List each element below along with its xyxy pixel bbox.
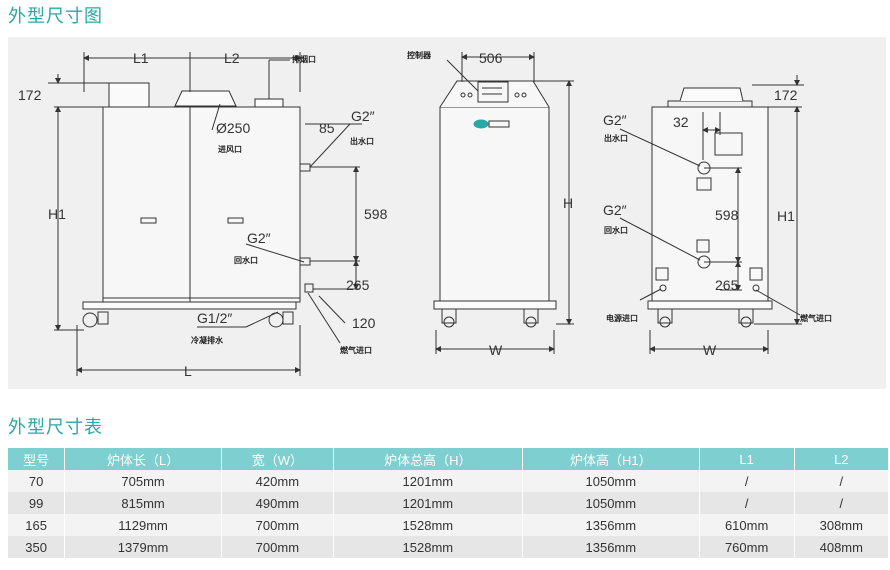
label-air-inlet: 进风口 [218,144,242,154]
cell-l2: / [794,470,888,492]
dim-g2-outlet: G2″ [351,108,375,124]
header-width: 宽（W） [221,448,334,470]
dim-172-b: 172 [774,87,798,103]
dimension-drawing: L1 L2 L H1 172 Ø250 进风口 排烟口 85 G2″ 出水口 5… [8,37,886,389]
dim-h1-rear: H1 [777,208,795,224]
cell-l1: / [699,470,795,492]
cell-length: 815mm [64,492,222,514]
cell-body-height: 1050mm [522,492,700,514]
dim-g2-return: G2″ [247,230,271,246]
table-row: 350 1379mm 700mm 1528mm 1356mm 760mm 408… [8,536,888,558]
table-row: 165 1129mm 700mm 1528mm 1356mm 610mm 308… [8,514,888,536]
dim-l: L [184,363,192,379]
dim-120: 120 [352,315,376,331]
header-body-height: 炉体高（H1） [522,448,700,470]
dim-598-b: 598 [715,207,739,223]
cell-total-height: 1528mm [333,536,523,558]
cell-l1: 610mm [699,514,795,536]
cell-l2: / [794,492,888,514]
dim-172-a: 172 [18,87,42,103]
dim-h: H [563,195,573,211]
drawing-section-title: 外型尺寸图 [8,6,103,27]
cell-width: 700mm [221,514,334,536]
cell-model: 70 [8,470,66,492]
front-view-labels: 控制器 506 W H [407,50,573,358]
cell-body-height: 1050mm [522,470,700,492]
dim-diameter-250: Ø250 [216,120,250,136]
cell-l2: 308mm [794,514,888,536]
dim-h1: H1 [48,206,66,222]
table-row: 99 815mm 490mm 1201mm 1050mm / / [8,492,888,514]
rear-view-labels: G2″ 出水口 G2″ 回水口 32 598 265 172 H1 W 电源进口… [603,87,832,358]
header-model: 型号 [8,448,66,470]
label-gas-inlet-a: 燃气进口 [340,345,372,355]
cell-l1: / [699,492,795,514]
cell-l1: 760mm [699,536,795,558]
dim-w-front: W [489,342,503,358]
table-section-title: 外型尺寸表 [8,417,103,438]
cell-body-height: 1356mm [522,536,700,558]
cell-total-height: 1528mm [333,514,523,536]
label-condensate-drain: 冷凝排水 [191,335,224,345]
dim-265-b: 265 [715,277,739,293]
table-row: 70 705mm 420mm 1201mm 1050mm / / [8,470,888,492]
dim-85: 85 [319,120,335,136]
dim-l2: L2 [224,50,240,66]
header-total-height: 炉体总高（H） [333,448,523,470]
dim-265-a: 265 [346,277,370,293]
label-exhaust: 排烟口 [292,54,316,64]
cell-length: 1379mm [64,536,222,558]
cell-width: 420mm [221,470,334,492]
dim-598-a: 598 [364,206,388,222]
cell-total-height: 1201mm [333,492,523,514]
front-view [433,52,574,354]
header-l2: L2 [794,448,888,470]
cell-length: 705mm [64,470,222,492]
cell-body-height: 1356mm [522,514,700,536]
dim-32: 32 [673,114,689,130]
label-water-return-a: 回水口 [234,255,258,265]
dim-l1: L1 [133,50,149,66]
cell-l2: 408mm [794,536,888,558]
label-water-outlet-a: 出水口 [350,136,374,146]
label-water-outlet-b: 出水口 [604,133,628,143]
cell-model: 165 [8,514,66,536]
header-l1: L1 [699,448,795,470]
dim-506: 506 [479,50,503,66]
table-header-row: 型号 炉体长（L） 宽（W） 炉体总高（H） 炉体高（H1） L1 L2 [8,448,888,470]
rear-view [619,75,804,354]
cell-width: 490mm [221,492,334,514]
dim-w-rear: W [703,342,717,358]
cell-total-height: 1201mm [333,470,523,492]
cell-length: 1129mm [64,514,222,536]
label-water-return-b: 回水口 [604,225,628,235]
side-view-labels: L1 L2 L H1 172 Ø250 进风口 排烟口 85 G2″ 出水口 5… [18,50,388,379]
dim-g2-return-rear: G2″ [603,202,627,218]
side-view [48,52,362,376]
label-power-inlet: 电源进口 [606,313,638,323]
cell-model: 99 [8,492,66,514]
dim-g1-2: G1/2″ [197,310,232,326]
dimension-table: 型号 炉体长（L） 宽（W） 炉体总高（H） 炉体高（H1） L1 L2 70 … [8,448,888,558]
cell-model: 350 [8,536,66,558]
header-length: 炉体长（L） [64,448,222,470]
label-controller: 控制器 [407,50,432,60]
label-gas-inlet-b: 燃气进口 [800,313,832,323]
cell-width: 700mm [221,536,334,558]
dim-g2-outlet-rear: G2″ [603,112,627,128]
